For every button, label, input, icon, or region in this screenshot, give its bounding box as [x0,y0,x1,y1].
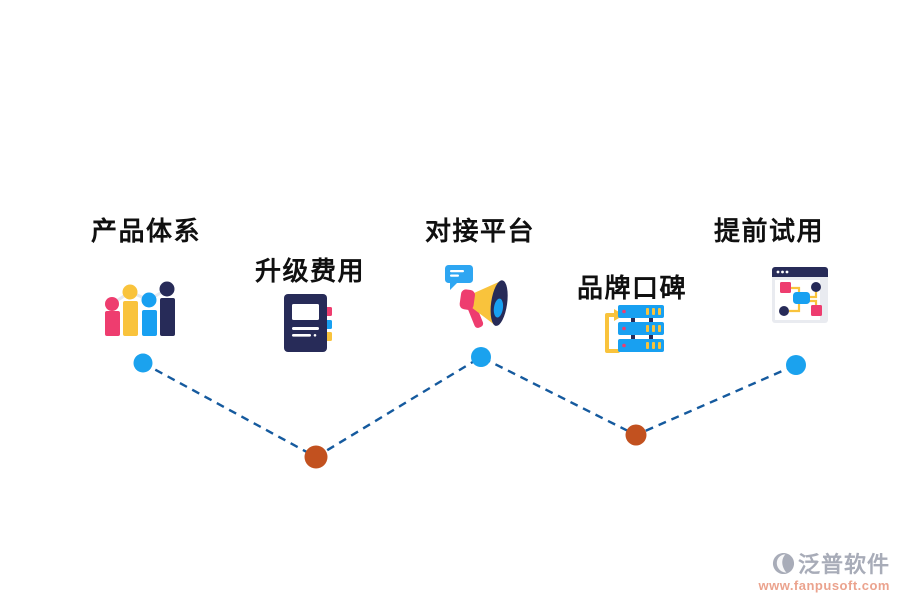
bar-chart-icon [105,281,175,336]
connector-dashed-line [142,355,797,459]
node-label-product-system: 产品体系 [90,216,202,246]
fanpu-logo-icon [772,552,795,574]
speech-bubble [445,265,473,290]
node-label-platform-integration: 对接平台 [424,216,536,246]
node-label-brand-reputation: 品牌口碑 [576,273,688,303]
browser-flowchart-icon [772,267,828,323]
connector-dot-1 [133,353,153,373]
megaphone-horn [459,280,508,328]
node-label-upgrade-cost: 升级费用 [254,256,366,286]
watermark: 泛普软件 www.fanpusoft.com [758,547,890,593]
megaphone-icon [445,265,508,328]
server-row [618,322,664,335]
connector-dot-4 [625,424,647,446]
server-row [618,305,664,318]
server-stack-icon [605,305,664,353]
connector-dot-2 [304,445,328,469]
connector-dot-3 [471,347,491,367]
watermark-url: www.fanpusoft.com [758,578,890,593]
notebook-icon [284,294,332,352]
server-row [618,339,664,352]
connector-dot-5 [786,355,806,375]
node-label-early-trial: 提前试用 [713,216,825,246]
watermark-brand: 泛普软件 [797,552,890,577]
